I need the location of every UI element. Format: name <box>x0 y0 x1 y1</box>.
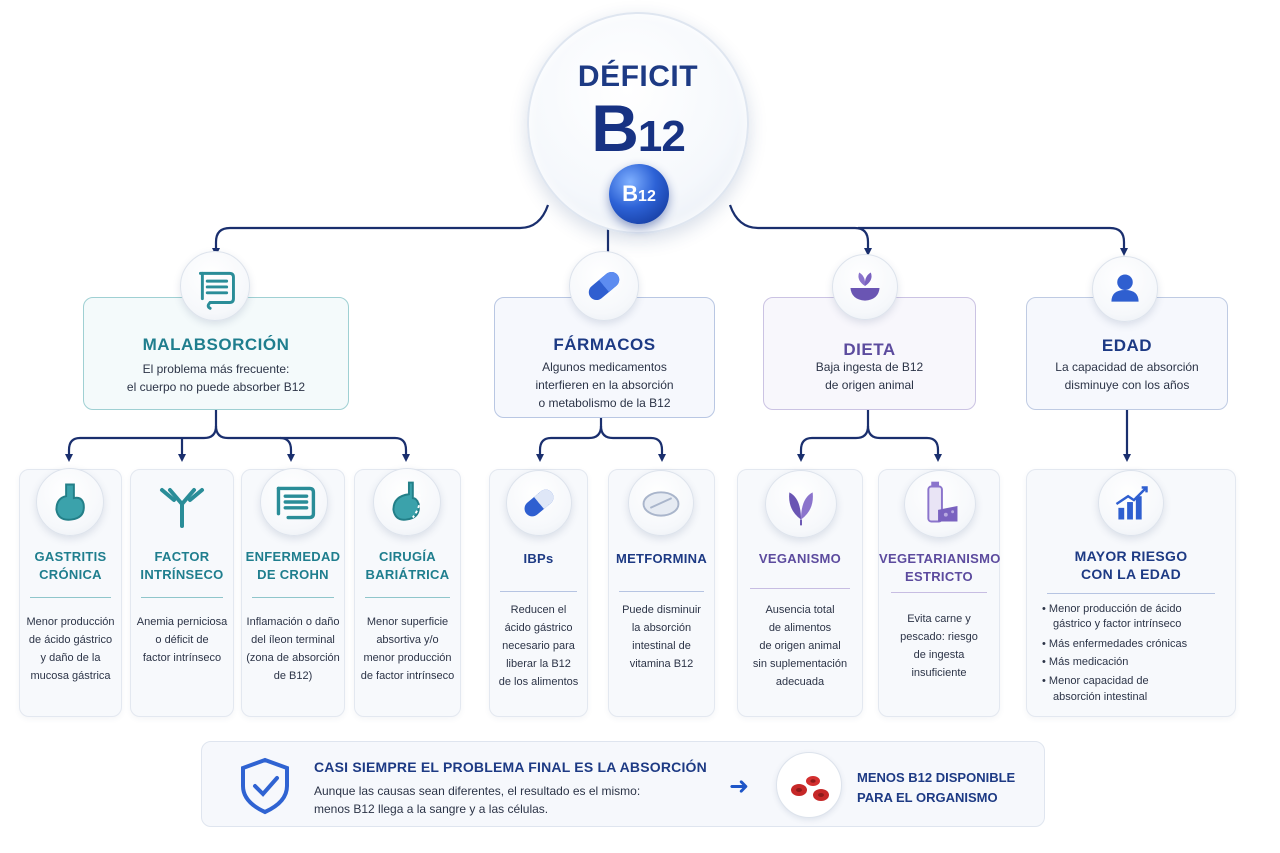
risk-bullet-cont: absorción intestinal <box>1053 691 1148 703</box>
sub-title: METFORMINA <box>615 551 708 566</box>
category-description: El problema más frecuente: el cuerpo no … <box>126 362 306 394</box>
bar-chart-icon <box>1098 470 1164 536</box>
sub-description: Puede disminuir la absorción intestinal … <box>622 604 701 670</box>
risk-bullet: • Menor producción de ácido <box>1042 603 1182 615</box>
banner-text: Aunque las causas sean diferentes, el re… <box>314 784 641 816</box>
separator <box>252 597 334 598</box>
capsule-icon <box>569 251 639 321</box>
shield-check-icon <box>235 754 295 816</box>
separator <box>365 597 450 598</box>
center-deficit-circle: DÉFICIT B12 B12 <box>527 12 749 234</box>
sub-description: Menor superficie absortiva y/o menor pro… <box>360 616 455 682</box>
separator <box>141 597 223 598</box>
milk-cheese-icon <box>904 470 976 538</box>
category-title: FÁRMACOS <box>553 335 656 354</box>
category-title: DIETA <box>843 340 896 359</box>
risk-bullet: • Más medicación <box>1042 656 1129 668</box>
red-blood-cells-icon <box>776 752 842 818</box>
separator <box>1047 593 1215 594</box>
sub-description: Menor producción de ácido gástrico y dañ… <box>26 616 115 682</box>
conclusion-banner: CASI SIEMPRE EL PROBLEMA FINAL ES LA ABS… <box>201 741 1045 827</box>
sub-card-ibps: IBPs Reducen el ácido gástrico necesario… <box>489 469 588 717</box>
risk-bullet-cont: gástrico y factor intrínseco <box>1053 618 1182 630</box>
sub-description: Inflamación o daño del íleon terminal (z… <box>246 616 340 682</box>
sub-title: VEGANISMO <box>758 551 842 566</box>
sub-title: IBPs <box>523 551 554 566</box>
sub-description: Reducen el ácido gástrico necesario para… <box>498 604 579 688</box>
banner-result: MENOS B12 DISPONIBLE PARA EL ORGANISMO <box>857 770 1016 805</box>
separator <box>750 588 850 589</box>
stomach-surgery-icon <box>373 468 441 536</box>
sub-description: Evita carne y pescado: riesgo de ingesta… <box>900 613 978 679</box>
center-title: DÉFICIT <box>577 60 699 93</box>
leaf-icon <box>765 470 837 538</box>
category-title: MALABSORCIÓN <box>142 335 290 354</box>
stomach-icon <box>36 468 104 536</box>
pill-icon <box>628 470 694 536</box>
b12-orb-icon: B12 <box>609 164 669 224</box>
category-description: Algunos medicamentos interfieren en la a… <box>535 360 674 410</box>
separator <box>30 597 111 598</box>
banner-title: CASI SIEMPRE EL PROBLEMA FINAL ES LA ABS… <box>314 759 707 775</box>
antibody-icon <box>148 470 216 538</box>
intestine-icon <box>180 251 250 321</box>
risk-bullet: • Más enfermedades crónicas <box>1042 638 1188 650</box>
category-title: EDAD <box>1101 336 1153 355</box>
category-description: Baja ingesta de B12 de origen animal <box>815 360 924 392</box>
center-b12-label: B12 <box>591 91 686 165</box>
sub-description: Anemia perniciosa o déficit de factor in… <box>136 616 228 664</box>
sub-card-metformina: METFORMINA Puede disminuir la absorción … <box>608 469 715 717</box>
capsule-icon <box>506 470 572 536</box>
category-malabsorcion: MALABSORCIÓN El problema más frecuente: … <box>83 297 349 410</box>
category-farmacos: FÁRMACOS Algunos medicamentos interfiere… <box>494 297 715 418</box>
separator <box>619 591 704 592</box>
person-icon <box>1092 256 1158 322</box>
risk-bullet: • Menor capacidad de <box>1042 675 1149 687</box>
category-description: La capacidad de absorción disminuye con … <box>1055 360 1199 392</box>
intestine-icon <box>260 468 328 536</box>
bowl-icon <box>832 254 898 320</box>
separator <box>891 592 987 593</box>
arrow-right-icon: ➜ <box>729 773 750 800</box>
separator <box>500 591 577 592</box>
sub-description: Ausencia total de alimentos de origen an… <box>752 604 848 688</box>
